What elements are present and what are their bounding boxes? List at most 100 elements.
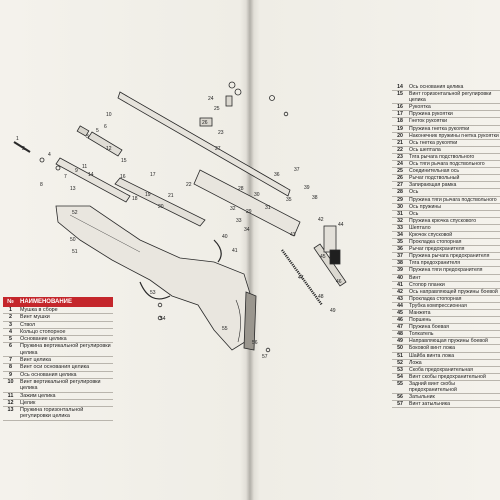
- part-number: 27: [392, 181, 408, 190]
- part-callout: 14: [88, 172, 94, 178]
- part-number: 39: [392, 266, 408, 275]
- part-number: 28: [392, 188, 408, 197]
- part-name: Гнеток рукоятки: [408, 117, 500, 126]
- part-number: 38: [392, 259, 408, 268]
- part-callout: 9: [75, 168, 78, 174]
- part-name: Рукоятка: [408, 103, 500, 112]
- part-number: 1: [3, 307, 18, 315]
- part-number: 25: [392, 167, 408, 176]
- part-callout: 42: [318, 217, 324, 223]
- part-name: Боковой винт ложа: [408, 344, 500, 353]
- part-name: Ствол: [18, 321, 113, 329]
- part-name: Зажим целика: [18, 392, 113, 400]
- part-callout: 22: [186, 182, 192, 188]
- part-callout: 36: [274, 172, 280, 178]
- part-number: 17: [392, 110, 408, 119]
- part-number: 49: [392, 337, 408, 346]
- part-callout: 31: [265, 205, 271, 211]
- part-number: 11: [3, 392, 18, 400]
- part-callout: 40: [222, 234, 228, 240]
- part-number: 23: [392, 153, 408, 162]
- part-callout: 28: [238, 186, 244, 192]
- part-name: Ось пружины: [408, 203, 500, 211]
- part-name: Винт вертикальной регулировки целика: [18, 378, 113, 393]
- part-callout: 44: [338, 222, 344, 228]
- part-callout: 24: [208, 96, 214, 102]
- part-callout: 56: [252, 340, 258, 346]
- part-callout: 46: [336, 279, 342, 285]
- part-number: 32: [392, 217, 408, 225]
- part-callout: 3: [86, 134, 89, 140]
- part-callout: 7: [64, 174, 67, 180]
- part-callout: 45: [320, 254, 326, 260]
- part-number: 50: [392, 344, 408, 353]
- part-name: Пружина тяги рычага подствольного: [408, 196, 500, 204]
- part-callout: 32: [230, 206, 236, 212]
- part-name: Винт горизонтальной регулировки целика: [408, 90, 500, 105]
- part-number: 9: [3, 371, 18, 379]
- part-name: Пружина вертикальной регулировки целика: [18, 342, 113, 358]
- part-number: 33: [392, 224, 408, 232]
- part-number: 22: [392, 146, 408, 154]
- part-callout: 27: [215, 146, 221, 152]
- part-callout: 12: [106, 146, 112, 152]
- part-number: 51: [392, 352, 408, 360]
- part-callout: 34: [244, 227, 250, 233]
- part-number: 19: [392, 125, 408, 133]
- part-callout: 38: [312, 195, 318, 201]
- part-callout: 23: [218, 130, 224, 136]
- part-name: Шептало: [408, 224, 500, 232]
- part-callout: 2: [22, 146, 25, 152]
- part-name: Пружина тяги предохранителя: [408, 266, 500, 275]
- part-callout: 30: [254, 192, 260, 198]
- part-callout: 4: [48, 152, 51, 158]
- part-number: 20: [392, 132, 408, 140]
- part-name: Пружина горизонтальной регулировки целик…: [18, 406, 113, 421]
- part-name: Пружина рукоятки: [408, 110, 500, 119]
- part-name: Затыльник: [408, 393, 500, 402]
- part-name: Скоба предохранительная: [408, 366, 500, 374]
- part-name: Пружина гнетка рукоятки: [408, 125, 500, 133]
- part-name: Манжета: [408, 309, 500, 318]
- part-name: Винт затыльника: [408, 400, 500, 409]
- part-name: Ось гнетка рукоятки: [408, 139, 500, 147]
- part-name: Винт скобы предохранительной: [408, 373, 500, 381]
- part-callout: 41: [232, 248, 238, 254]
- part-name: Прокладка стопорная: [408, 295, 500, 303]
- part-number: 31: [392, 210, 408, 218]
- part-name: Ось основания целика: [408, 84, 500, 92]
- part-number: 41: [392, 281, 408, 289]
- part-number: 34: [392, 231, 408, 240]
- part-number: 7: [3, 356, 18, 365]
